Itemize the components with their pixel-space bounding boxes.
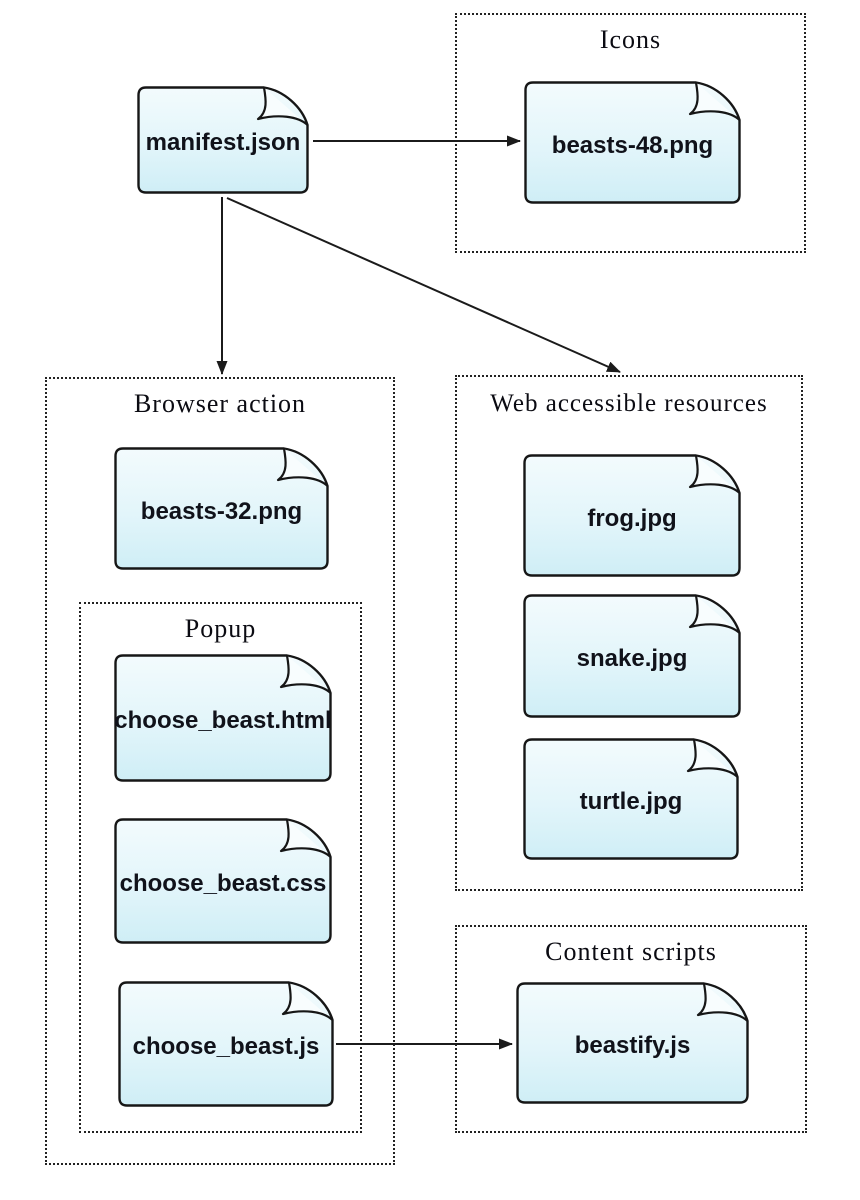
node-frog-jpg: frog.jpg	[522, 453, 742, 578]
group-browser-action: Browser action	[45, 377, 395, 1165]
group-popup: Popup	[79, 602, 362, 1133]
node-beastify-js-label: beastify.js	[574, 1032, 691, 1059]
group-web-accessible-resources: Web accessible resources	[455, 375, 803, 891]
file-icon	[118, 981, 334, 1107]
node-manifest-json-label: manifest.json	[145, 129, 301, 156]
file-icon	[523, 454, 741, 577]
node-choose-beast-html: choose_beast.html	[113, 653, 333, 783]
node-beastify-js: beastify.js	[515, 981, 750, 1105]
node-choose-beast-js-label: choose_beast.js	[132, 1033, 320, 1060]
group-icons: Icons	[455, 13, 806, 253]
node-beasts-32-png-label: beasts-32.png	[140, 497, 303, 525]
node-manifest-json: manifest.json	[136, 85, 310, 195]
group-browser-action-title: Browser action	[133, 389, 307, 418]
node-turtle-jpg: turtle.jpg	[522, 737, 740, 861]
node-snake-jpg-label: snake.jpg	[576, 645, 688, 672]
file-icon	[523, 594, 741, 718]
node-beasts-48-png-label: beasts-48.png	[551, 131, 714, 159]
group-content-scripts: Content scripts	[455, 925, 807, 1133]
group-content-scripts-title: Content scripts	[545, 937, 717, 966]
file-icon	[137, 86, 309, 194]
node-snake-jpg: snake.jpg	[522, 593, 742, 719]
file-icon	[523, 738, 739, 860]
node-choose-beast-html-label: choose_beast.html	[114, 707, 332, 734]
node-frog-jpg-label: frog.jpg	[587, 504, 677, 532]
node-choose-beast-css-label: choose_beast.css	[119, 870, 327, 897]
group-icons-title: Icons	[599, 25, 662, 54]
node-beasts-48-png: beasts-48.png	[523, 80, 742, 205]
node-choose-beast-css: choose_beast.css	[113, 817, 333, 945]
group-web-accessible-resources-title: Web accessible resources	[490, 390, 768, 417]
node-choose-beast-js: choose_beast.js	[117, 980, 335, 1108]
node-turtle-jpg-label: turtle.jpg	[579, 788, 683, 815]
file-icon	[114, 654, 332, 782]
file-icon	[516, 982, 749, 1104]
file-icon	[114, 447, 329, 570]
group-popup-title: Popup	[184, 614, 257, 643]
node-beasts-32-png: beasts-32.png	[113, 446, 330, 571]
file-icon	[114, 818, 332, 944]
file-icon	[524, 81, 741, 204]
